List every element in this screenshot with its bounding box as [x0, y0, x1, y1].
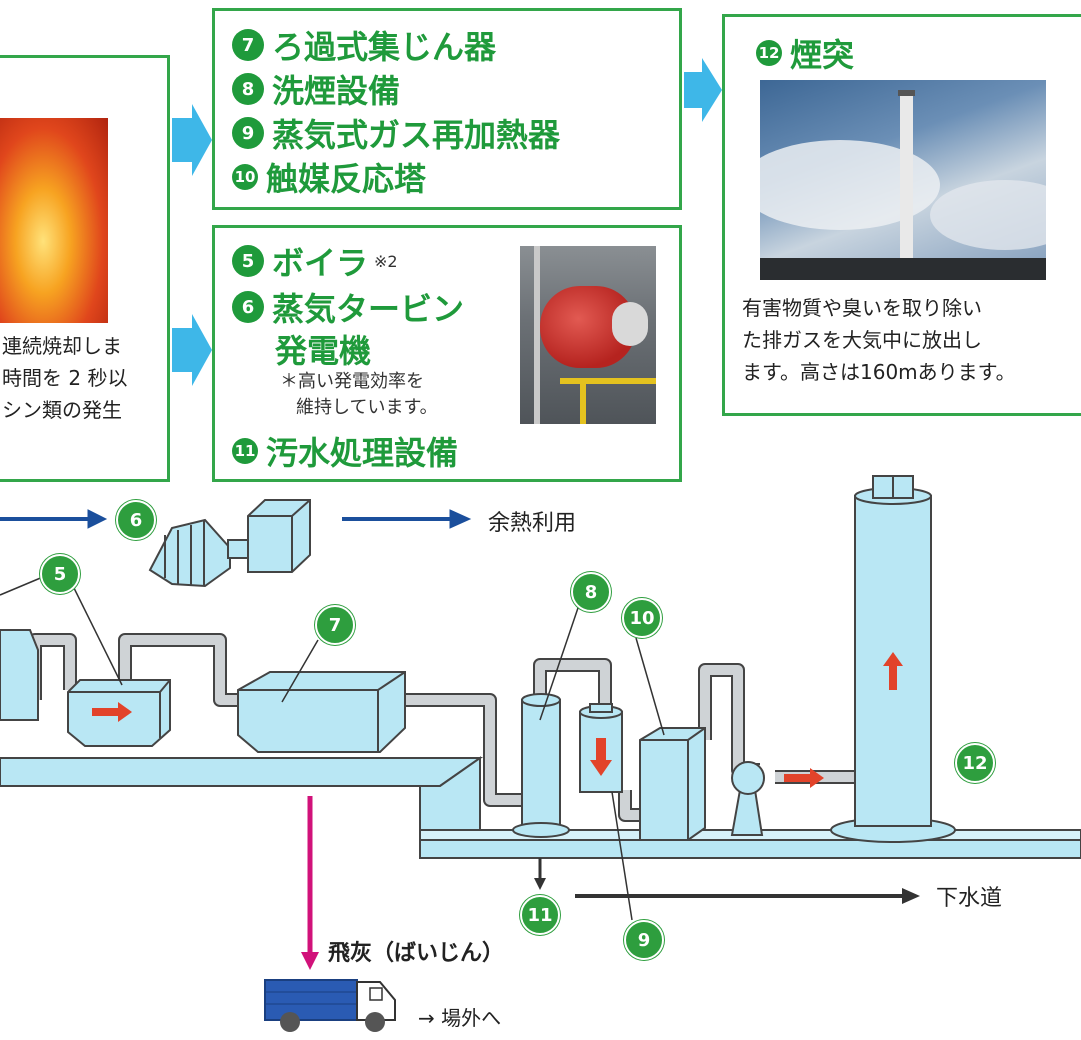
item-generator: 発電機 — [275, 326, 371, 372]
number-badge: 6 — [232, 291, 264, 323]
number-badge: 5 — [232, 245, 264, 277]
flow-arrow-to-chimney-box — [684, 58, 722, 122]
exhaust-treatment-box — [212, 8, 682, 210]
heat-arrow-left-head — [87, 509, 108, 529]
item-wastewater-treatment: 11 汚水処理設備 — [232, 428, 458, 474]
badge-chimney: 12 — [955, 743, 995, 783]
boiler-unit — [0, 629, 39, 721]
induced-draft-fan — [730, 761, 765, 836]
flow-arrow-red-up — [883, 652, 903, 690]
flow-arrow-red-down — [590, 738, 612, 776]
item-label: 触媒反応塔 — [266, 160, 427, 198]
item-label: 発電機 — [275, 332, 372, 370]
badge-boiler: 5 — [40, 554, 80, 594]
incinerator-desc-line3: シン類の発生 — [2, 398, 122, 422]
badge-turbine: 6 — [116, 500, 156, 540]
item-boiler: 5 ボイラ ※2 — [232, 238, 398, 284]
incinerator-desc-line2: 時間を 2 秒以 — [2, 366, 128, 390]
flow-arrow-red-2 — [784, 768, 824, 788]
flow-arrow-to-boiler-box — [172, 314, 212, 386]
sewer-label: 下水道 — [936, 886, 1003, 911]
item-gas-scrubber: 8 洗煙設備 — [232, 66, 400, 112]
offsite-label: → 場外へ — [418, 1006, 502, 1030]
waste-heat-label: 余熱利用 — [488, 511, 577, 536]
footnote-mark: ※2 — [374, 251, 398, 271]
item-label: ボイラ — [272, 244, 369, 282]
number-badge: 7 — [232, 29, 264, 61]
number-badge: 10 — [232, 164, 258, 190]
number-badge: 9 — [232, 117, 264, 149]
truck-icon — [264, 979, 396, 1032]
waste-heat-arrow-head — [449, 509, 472, 529]
leader-lines — [0, 573, 665, 921]
gas-scrubber-column — [512, 693, 570, 838]
furnace-fire-photo — [0, 118, 108, 323]
item-label: 洗煙設備 — [272, 72, 401, 110]
filter-dust-collector — [237, 671, 406, 753]
item-label: ろ過式集じん器 — [272, 28, 497, 66]
efficiency-note-line2: 維持しています。 — [296, 397, 438, 418]
number-badge: 11 — [232, 438, 258, 464]
item-label: 煙突 — [790, 36, 855, 74]
badge-catalytic-reactor: 10 — [622, 598, 662, 638]
item-label: 蒸気式ガス再加熱器 — [272, 116, 561, 154]
item-label: 蒸気タービン — [272, 290, 465, 328]
boiler-room-photo — [520, 246, 656, 424]
flow-arrow-to-exhaust-box — [172, 104, 212, 176]
fly-ash-label: 飛灰（ばいじん） — [328, 941, 505, 966]
chimney-desc-line1: 有害物質や臭いを取り除い — [742, 296, 982, 320]
catalytic-reactor — [639, 727, 706, 841]
number-badge: 8 — [232, 73, 264, 105]
chimney-desc-line2: た排ガスを大気中に放出し — [742, 328, 982, 352]
chimney-desc-line3: ます。高さは160mあります。 — [742, 360, 1016, 384]
flow-arrow-red-1 — [92, 702, 132, 722]
number-badge: 12 — [756, 40, 782, 66]
item-catalytic-reactor: 10 触媒反応塔 — [232, 154, 426, 200]
badge-wastewater: 11 — [520, 895, 560, 935]
badge-reheater: 9 — [624, 920, 664, 960]
badge-filter-dust-collector: 7 — [315, 605, 355, 645]
item-steam-gas-reheater: 9 蒸気式ガス再加熱器 — [232, 110, 560, 156]
turbine-generator — [148, 499, 311, 588]
efficiency-note-line1: ＊高い発電効率を — [280, 371, 424, 392]
item-chimney: 12 煙突 — [756, 30, 854, 76]
item-label: 汚水処理設備 — [266, 434, 459, 472]
item-filter-dust-collector: 7 ろ過式集じん器 — [232, 22, 496, 68]
chimney-photo — [760, 80, 1046, 280]
chimney-stack — [830, 475, 956, 843]
incinerator-desc-line1: 連続焼却しま — [2, 334, 122, 358]
item-steam-turbine: 6 蒸気タービン — [232, 284, 464, 330]
badge-gas-scrubber: 8 — [571, 572, 611, 612]
